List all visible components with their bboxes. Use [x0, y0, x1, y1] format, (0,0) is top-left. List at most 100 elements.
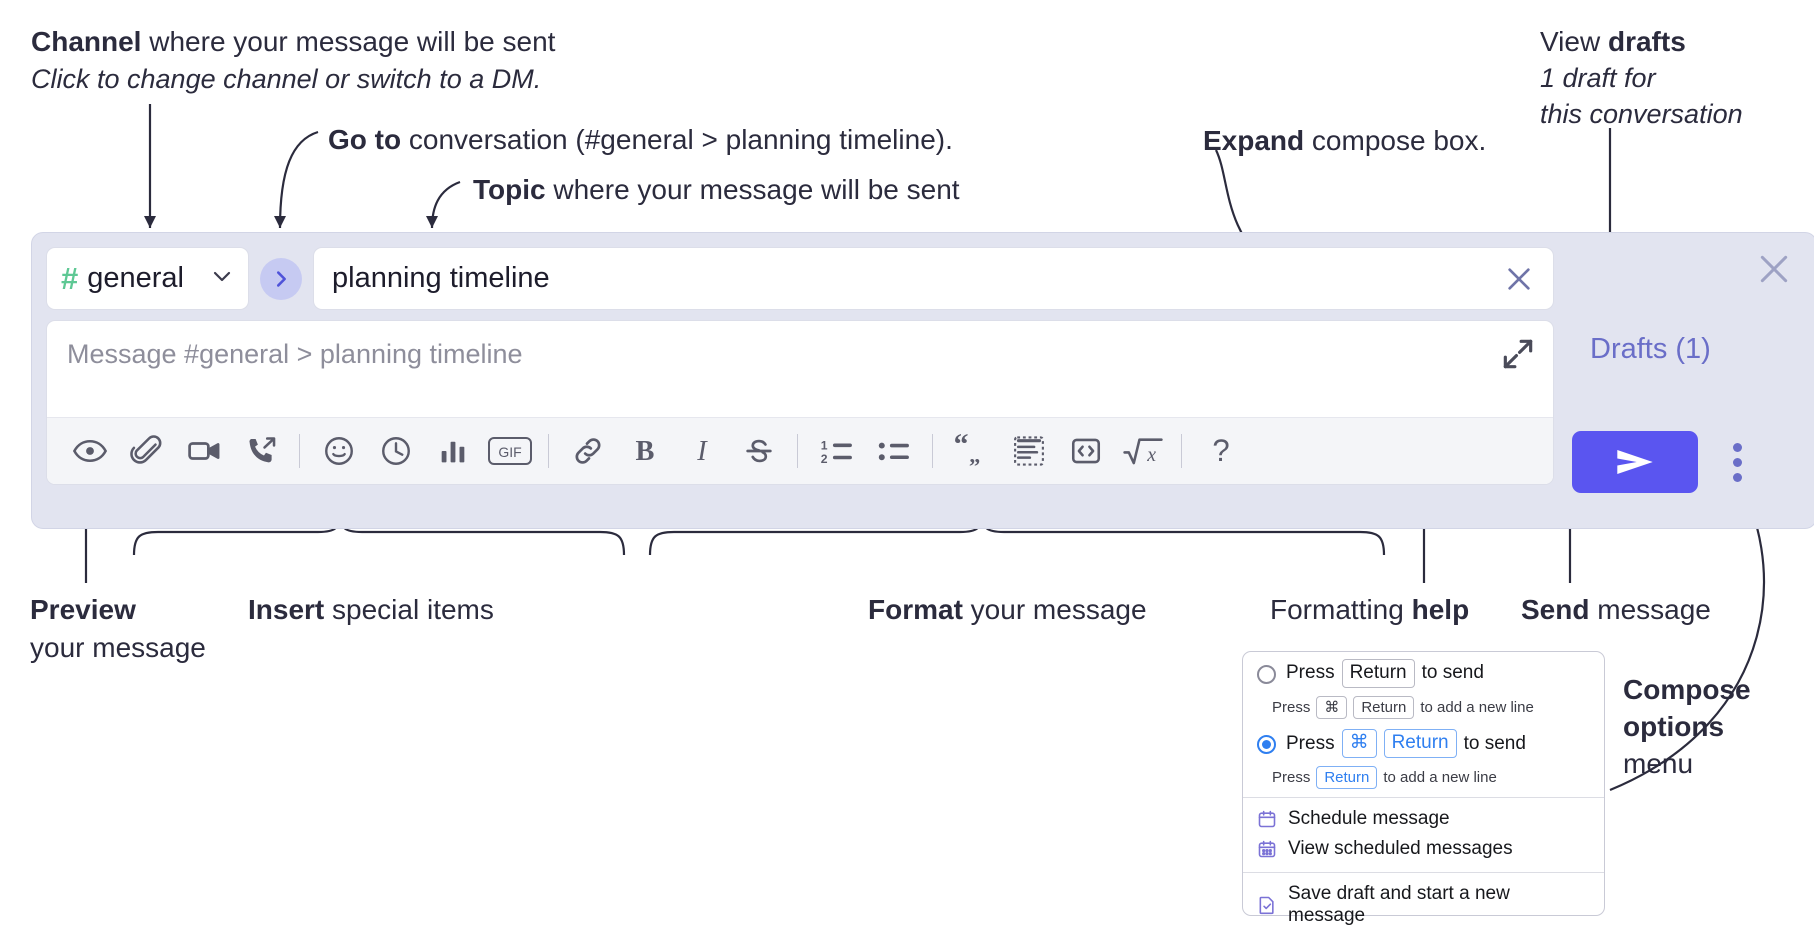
send-button[interactable] [1572, 431, 1698, 493]
annotation-preview-sub: your message [30, 632, 206, 663]
italic-icon[interactable]: I [673, 423, 730, 480]
annotation-send-bold: Send [1521, 594, 1590, 625]
toolbar-divider [797, 434, 798, 468]
toolbar-divider [548, 434, 549, 468]
compose-right-rail: Drafts (1) [1554, 233, 1814, 528]
menu-item-view-scheduled[interactable]: View scheduled messages [1243, 834, 1604, 864]
key-return: Return [1353, 695, 1415, 720]
huddle-icon[interactable] [232, 423, 289, 480]
annotation-goto-rest: conversation (#general > planning timeli… [401, 124, 953, 155]
calendar-grid-icon [1257, 839, 1277, 859]
compose-options-line3: menu [1623, 748, 1694, 779]
annotation-topic-bold: Topic [473, 174, 546, 205]
menu-item-schedule-message[interactable]: Schedule message [1243, 804, 1604, 834]
send-option-cmd-return[interactable]: Press ⌘ Return to send [1243, 719, 1604, 761]
compose-main-column: # general planning timeline Message #gen… [46, 247, 1554, 485]
option2-sub-pre: Press [1272, 769, 1311, 787]
message-input-box: Message #general > planning timeline [46, 320, 1554, 485]
gif-icon[interactable]: GIF [481, 423, 538, 480]
channel-name-label: general [87, 262, 184, 294]
annotation-insert: Insert special items [248, 592, 494, 628]
svg-text:“: “ [953, 434, 968, 461]
svg-text:„: „ [969, 442, 980, 467]
option1-sub-post: to add a new line [1420, 698, 1534, 716]
annotation-formatting-help: Formatting help [1270, 592, 1469, 628]
annotation-preview-bold: Preview [30, 594, 136, 625]
annotation-expand: Expand compose box. [1203, 123, 1486, 159]
strikethrough-icon[interactable] [730, 423, 787, 480]
compose-panel: # general planning timeline Message #gen… [31, 232, 1814, 529]
svg-text:2: 2 [820, 452, 827, 466]
option-return-main: Press Return to send [1286, 659, 1484, 688]
key-command: ⌘ [1341, 729, 1377, 758]
emoji-icon[interactable] [310, 423, 367, 480]
message-input[interactable]: Message #general > planning timeline [47, 321, 1553, 417]
compose-options-line1: Compose [1623, 674, 1751, 705]
annotation-topic-rest: where your message will be sent [545, 174, 960, 205]
annotation-expand-rest: compose box. [1304, 125, 1487, 156]
bold-icon[interactable]: B [616, 423, 673, 480]
bulleted-list-icon[interactable] [865, 423, 922, 480]
svg-text:GIF: GIF [498, 444, 521, 460]
toolbar-divider [1181, 434, 1182, 468]
save-draft-icon [1257, 895, 1277, 915]
compose-options-menu-button[interactable] [1722, 433, 1752, 491]
annotation-compose-options-2: options [1623, 709, 1724, 745]
go-to-conversation-button[interactable] [260, 257, 302, 300]
annotation-help-bold: help [1411, 594, 1470, 625]
channel-selector[interactable]: # general [46, 247, 249, 310]
compose-options-line2: options [1623, 711, 1725, 742]
annotation-compose-options-1: Compose [1623, 672, 1751, 708]
radio-cmd-return[interactable] [1257, 735, 1276, 755]
code-block-icon[interactable] [1000, 423, 1057, 480]
blockquote-icon[interactable]: “„ [943, 423, 1000, 480]
svg-text:x: x [1146, 444, 1156, 466]
key-return: Return [1383, 729, 1457, 758]
annotation-format-rest: your message [962, 594, 1147, 625]
key-return: Return [1341, 659, 1415, 688]
close-compose-icon[interactable] [1754, 249, 1794, 289]
svg-text:I: I [696, 436, 708, 467]
preview-icon[interactable] [61, 423, 118, 480]
clear-topic-icon[interactable] [1499, 259, 1539, 299]
expand-compose-icon[interactable] [1499, 335, 1537, 373]
attach-icon[interactable] [118, 423, 175, 480]
clock-icon[interactable] [367, 423, 424, 480]
option2-post: to send [1463, 732, 1526, 754]
option-cmd-return-main: Press ⌘ Return to send [1286, 729, 1526, 758]
annotation-send-rest: message [1589, 594, 1711, 625]
topic-value: planning timeline [332, 262, 550, 294]
poll-icon[interactable] [424, 423, 481, 480]
help-icon[interactable]: ? [1192, 423, 1249, 480]
annotation-compose-options-3: menu [1623, 746, 1693, 782]
annotation-channel: Channel where your message will be sent [31, 24, 555, 60]
option2-sub-post: to add a new line [1383, 769, 1497, 787]
menu-item-save-draft[interactable]: Save draft and start a new message [1243, 879, 1604, 931]
option-return-sub: Press ⌘ Return to add a new line [1272, 695, 1604, 720]
code-icon[interactable] [1057, 423, 1114, 480]
link-icon[interactable] [559, 423, 616, 480]
menu-item-label: View scheduled messages [1288, 838, 1513, 860]
topic-input[interactable]: planning timeline [313, 247, 1554, 310]
math-icon[interactable]: x [1114, 423, 1171, 480]
menu-item-label: Save draft and start a new message [1288, 883, 1510, 927]
menu-item-label: Schedule message [1288, 808, 1450, 830]
annotation-format-bold: Format [868, 594, 963, 625]
annotation-insert-bold: Insert [248, 594, 325, 625]
annotation-insert-rest: special items [324, 594, 494, 625]
drafts-link[interactable]: Drafts (1) [1590, 333, 1711, 365]
annotation-channel-sub: Click to change channel or switch to a D… [31, 64, 542, 94]
annotation-topic: Topic where your message will be sent [473, 172, 960, 208]
annotation-drafts: View drafts [1540, 24, 1686, 60]
svg-text:?: ? [1212, 434, 1229, 468]
radio-return[interactable] [1257, 665, 1276, 684]
svg-text:B: B [635, 436, 654, 467]
calendar-clock-icon [1257, 809, 1277, 829]
annotation-drafts-sub2: this conversation [1540, 99, 1743, 129]
annotation-drafts-bold: drafts [1607, 26, 1686, 57]
send-option-return[interactable]: Press Return to send [1243, 652, 1604, 691]
popup-divider [1243, 872, 1604, 874]
option1-sub-pre: Press [1272, 698, 1311, 716]
video-icon[interactable] [175, 423, 232, 480]
